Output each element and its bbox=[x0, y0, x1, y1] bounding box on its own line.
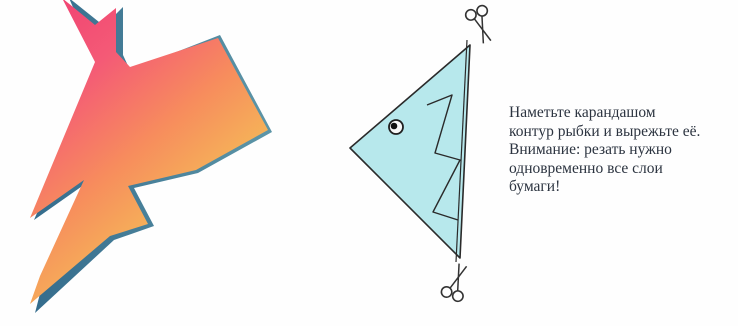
fish-template bbox=[350, 40, 470, 262]
scissors-icon bbox=[464, 4, 497, 46]
instruction-line-4: одновременно все слои bbox=[509, 160, 663, 177]
fish-pupil bbox=[391, 123, 398, 130]
instruction-line-3: Внимание: резать нужно bbox=[509, 141, 672, 158]
cutting-instruction: Наметьте карандашом контур рыбки и выреж… bbox=[509, 104, 735, 197]
instruction-line-2: контур рыбки и вырежьте её. bbox=[509, 123, 700, 140]
scissors-icon bbox=[440, 261, 473, 303]
paper-fish-cutout bbox=[30, 0, 272, 313]
instruction-line-1: Наметьте карандашом bbox=[509, 104, 656, 121]
instruction-line-5: бумаги! bbox=[509, 178, 560, 195]
fish-template-body bbox=[350, 45, 470, 258]
